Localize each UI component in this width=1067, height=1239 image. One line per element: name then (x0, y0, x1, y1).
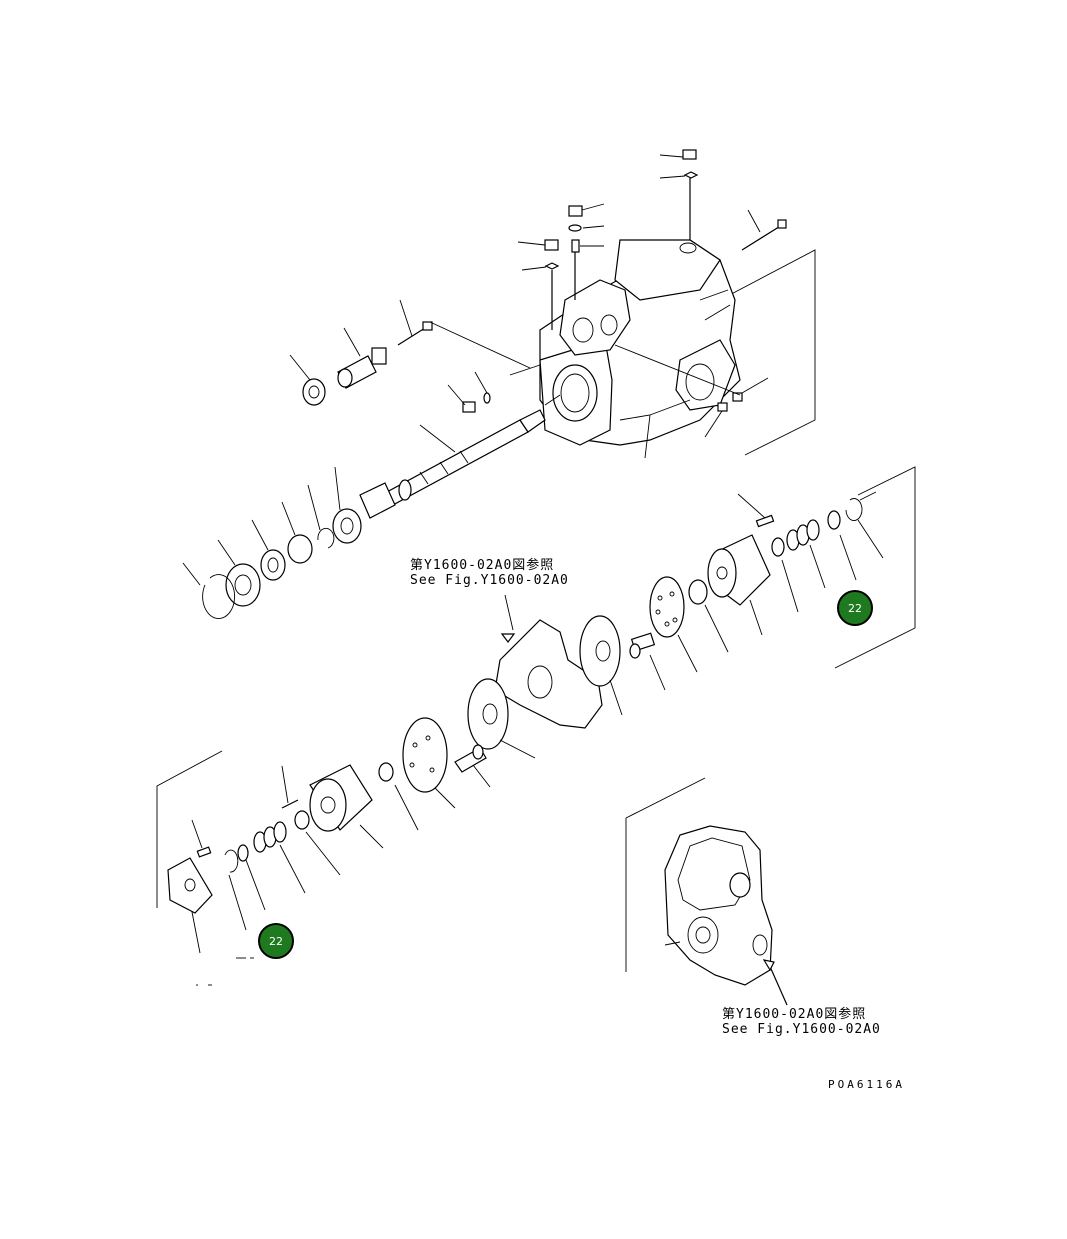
plug-and-bushing (289, 327, 387, 406)
drive-shaft (359, 409, 546, 519)
drawing-number: POA6116A (828, 1078, 905, 1091)
lower-piston-group (156, 717, 491, 954)
reference-bottom-en: See Fig.Y1600-02A0 (722, 1022, 881, 1037)
end-cover (625, 777, 788, 1006)
reference-bottom-jp: 第Y1600-02A0図参照 (722, 1007, 867, 1022)
swash-plate (467, 594, 623, 759)
reference-label-top: 第Y1600-02A0図参照 See Fig.Y1600-02A0 (410, 558, 569, 588)
reference-top-jp: 第Y1600-02A0図参照 (410, 558, 555, 573)
reference-top-en: See Fig.Y1600-02A0 (410, 573, 569, 588)
top-plugs (517, 149, 787, 330)
callout-22-lower[interactable]: 22 (258, 923, 294, 959)
reference-label-bottom: 第Y1600-02A0図参照 See Fig.Y1600-02A0 (722, 1007, 881, 1037)
upper-group-frame (719, 249, 916, 669)
pump-housing (539, 239, 741, 446)
callout-22-upper[interactable]: 22 (837, 590, 873, 626)
upper-piston-group (629, 491, 884, 691)
seal-ring-row (182, 466, 362, 619)
housing-fasteners (397, 299, 769, 459)
minor-marks (196, 957, 254, 986)
